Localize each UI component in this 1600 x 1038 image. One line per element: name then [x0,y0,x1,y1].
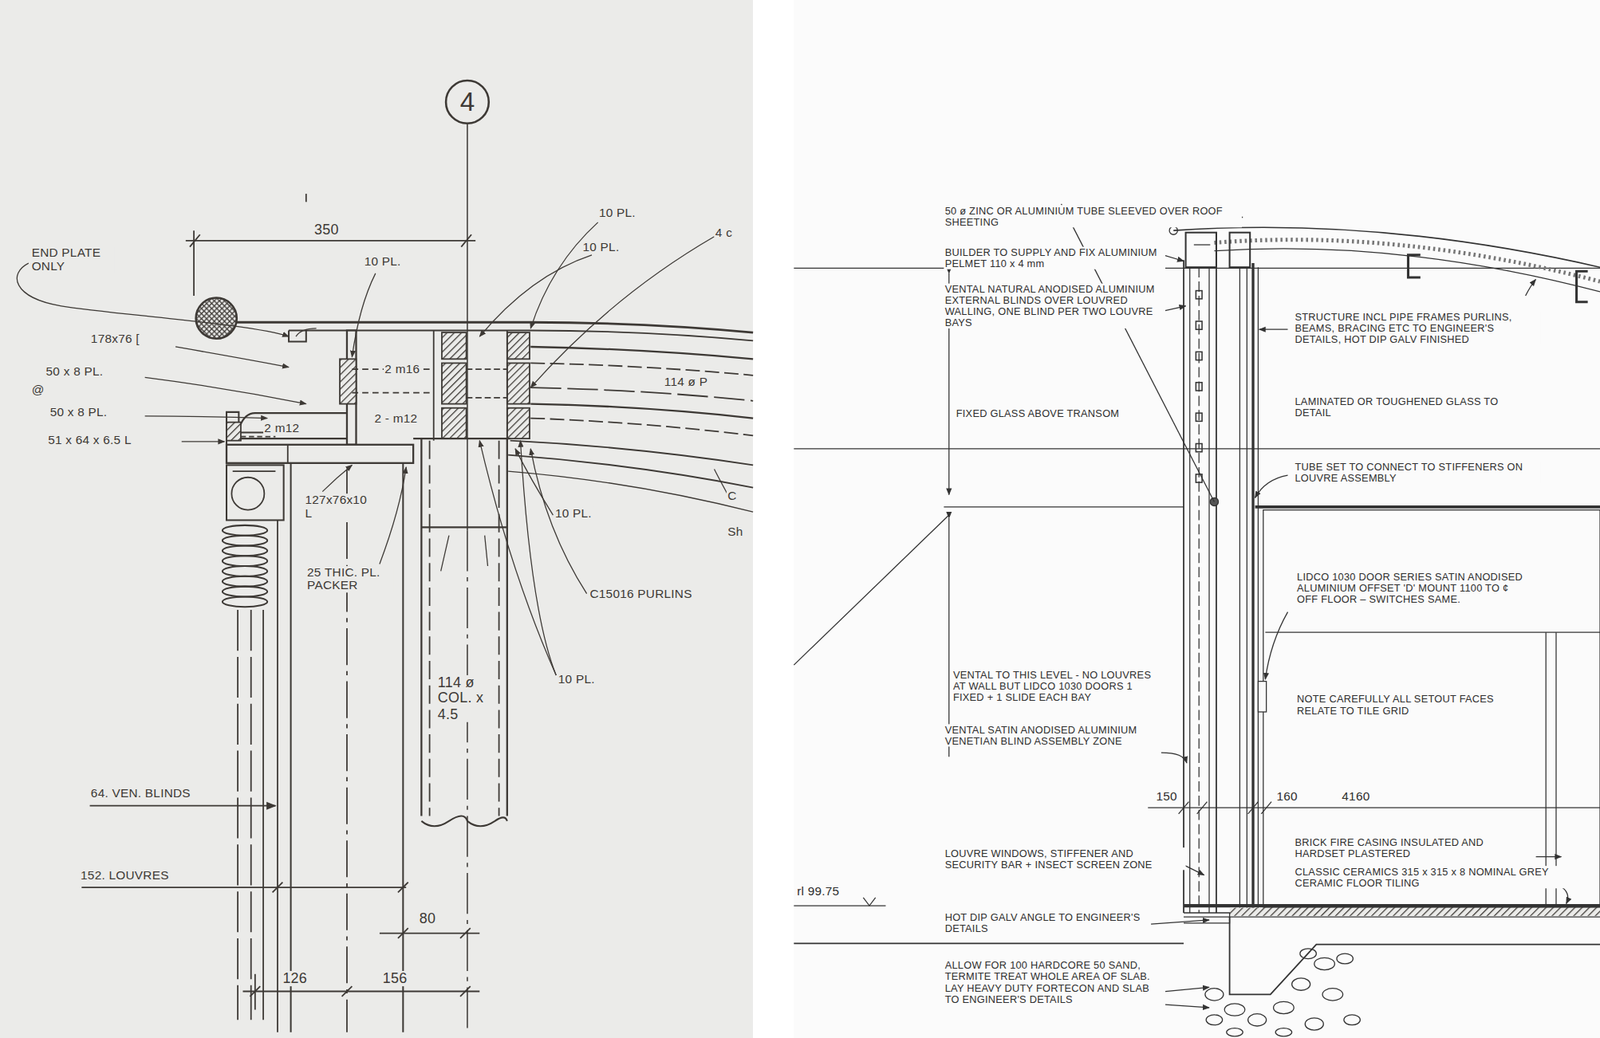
annotation-label: STRUCTURE INCL PIPE FRAMES PURLINS, BEAM… [1293,311,1541,345]
annotation-label: NOTE CAREFULLY ALL SETOUT FACES RELATE T… [1296,693,1534,717]
annotation-label: 152. LOUVRES [79,869,170,883]
annotation-label: VENTAL SATIN ANODISED ALUMINIUM VENETIAN… [943,724,1160,747]
annotation-label: 150 [1154,790,1179,804]
annotation-label: 127x76x10 L [303,493,378,521]
annotation-label: 350 [313,222,340,239]
annotation-label: 25 THIC. PL. PACKER [306,566,395,594]
annotation-label: FIXED GLASS ABOVE TRANSOM [954,408,1120,420]
annotation-label: 80 [418,910,438,927]
annotation-label: rl 99.75 [796,885,841,899]
annotation-label: VENTAL NATURAL ANODISED ALUMINIUM EXTERN… [943,283,1166,329]
annotation-label: LAMINATED OR TOUGHENED GLASS TO DETAIL [1293,395,1531,418]
annotation-label: 114 ø P [663,375,710,390]
annotation-label: 126 [281,971,308,988]
annotation-label: ALLOW FOR 100 HARDCORE 50 SAND, TERMITE … [943,960,1166,1005]
annotation-label: TUBE SET TO CONNECT TO STIFFENERS ON LOU… [1293,461,1541,484]
annotation-label: HOT DIP GALV ANGLE TO ENGINEER'S DETAILS [943,912,1150,935]
annotation-label: 10 PL. [554,507,593,521]
annotation-label: 50 x 8 PL. [48,405,108,420]
annotation-label: 2 m12 [263,422,301,437]
annotation-label: 64. VEN. BLINDS [90,788,193,802]
annotation-label: BRICK FIRE CASING INSULATED AND HARDSET … [1293,836,1536,860]
annotation-label: 178x76 [ [90,332,142,347]
grid-bubble: 4 [445,79,490,125]
annotation-label: 156 [381,971,408,988]
annotation-label: BUILDER TO SUPPLY AND FIX ALUMINIUM PELM… [943,247,1166,270]
annotation-label: 10 PL. [598,207,637,221]
annotation-label: 114 ø COL. x 4.5 [437,675,493,723]
annotation-label: LIDCO 1030 DOOR SERIES SATIN ANODISED AL… [1296,571,1534,605]
annotation-label: 2 m16 [383,362,422,377]
annotation-label: 10 PL. [581,240,620,255]
annotation-label: @ [30,383,45,398]
annotation-label: C15016 PURLINS [588,587,694,602]
annotation-label: 10 PL. [362,255,402,269]
annotation-label: 160 [1275,790,1299,804]
annotation-label: Sh [726,525,745,540]
annotation-label: VENTAL TO THIS LEVEL - NO LOUVRES AT WAL… [952,669,1164,703]
annotation-label: 4160 [1340,790,1372,804]
annotation-label: 10 PL. [557,673,596,687]
annotation-label: 51 x 64 x 6.5 L [47,433,133,448]
annotation-label: LOUVRE WINDOWS, STIFFENER AND SECURITY B… [943,847,1186,871]
annotation-label: 50 x 8 PL. [44,365,104,379]
annotation-label: C [726,489,738,504]
annotation-label: 50 ø ZINC OR ALUMINIUM TUBE SLEEVED OVER… [943,204,1242,228]
annotation-label: CLASSIC CERAMICS 315 x 315 x 8 NOMINAL G… [1293,866,1567,889]
annotation-label: END PLATE ONLY [30,247,115,275]
annotation-label: 4 c [714,226,734,241]
annotation-label: 2 - m12 [373,412,418,426]
grid-number: 4 [460,86,476,119]
